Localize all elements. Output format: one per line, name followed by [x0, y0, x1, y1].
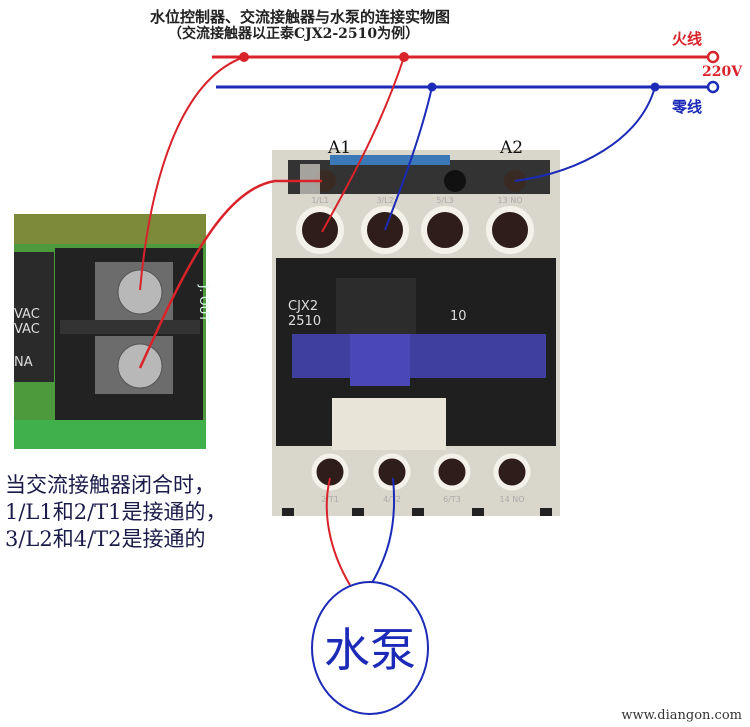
live-terminal [706, 50, 720, 64]
model-label: 2510 [288, 314, 321, 329]
terminal-label: 5/L3 [436, 196, 453, 205]
terminal-screw [421, 206, 469, 254]
terminal-label: 2/T1 [321, 495, 339, 504]
board-text: J. OUT [197, 284, 211, 322]
neutral-terminal [706, 80, 720, 94]
coil-label-a2: A2 [499, 138, 523, 158]
water-level-controller: VAC VAC NA J. OUT [14, 214, 211, 449]
voltage-label: 220V [702, 64, 743, 80]
terminal-screw [493, 453, 531, 491]
junction-dot [399, 52, 409, 62]
terminal-label: 13 NO [497, 196, 522, 205]
terminal-label: 3/L2 [376, 196, 393, 205]
wire-controller-to-a1 [138, 179, 322, 369]
model-label: CJX2 [288, 299, 318, 314]
note-line: 3/L2和4/T2是接通的 [5, 527, 206, 551]
wire-live-to-l1 [321, 56, 405, 233]
wire-neutral-to-a2 [514, 86, 656, 182]
ac-contactor: A1 A2 1/L1 3/L2 5/L3 13 NO CJX2 2510 10 … [272, 138, 560, 516]
screw-icon [117, 269, 163, 315]
coil-label-a1: A1 [327, 138, 351, 158]
relay [14, 252, 54, 382]
live-label: 火线 [672, 30, 702, 48]
neutral-label: 零线 [671, 98, 702, 116]
relay-text: VAC [14, 307, 40, 322]
relay-text: VAC [14, 322, 40, 337]
terminal-screw [373, 453, 411, 491]
terminal-screw [433, 453, 471, 491]
junction-dot [239, 52, 249, 62]
diagram-subtitle: （交流接触器以正泰CJX2-2510为例） [168, 25, 419, 42]
note-line: 当交流接触器闭合时， [5, 473, 215, 497]
watermark: www.diangon.com [621, 708, 742, 723]
wire-t1-to-pump [325, 477, 351, 586]
terminal-screw [311, 453, 349, 491]
wire-neutral-to-l2 [384, 86, 433, 231]
junction-dot [650, 82, 660, 92]
wire-live-to-controller [139, 56, 245, 291]
relay-text: NA [14, 355, 33, 370]
wire-t2-to-pump [371, 477, 396, 584]
terminal-screw [296, 206, 344, 254]
note-line: 1/L1和2/T1是接通的， [5, 500, 227, 524]
terminal-label: 14 NO [499, 495, 524, 504]
terminal-label: 4/T2 [383, 495, 401, 504]
terminal-label: 6/T3 [443, 495, 461, 504]
diagram-title: 水位控制器、交流接触器与水泵的连接实物图 [150, 8, 450, 26]
blue-slider [292, 334, 546, 378]
test-button [332, 398, 446, 450]
pump-label: 水泵 [324, 623, 416, 677]
junction-dot [427, 82, 437, 92]
terminal-label: 1/L1 [311, 196, 328, 205]
aux-contact-label: 10 [450, 309, 467, 324]
pump-symbol [311, 581, 429, 715]
terminal-screw [486, 206, 534, 254]
